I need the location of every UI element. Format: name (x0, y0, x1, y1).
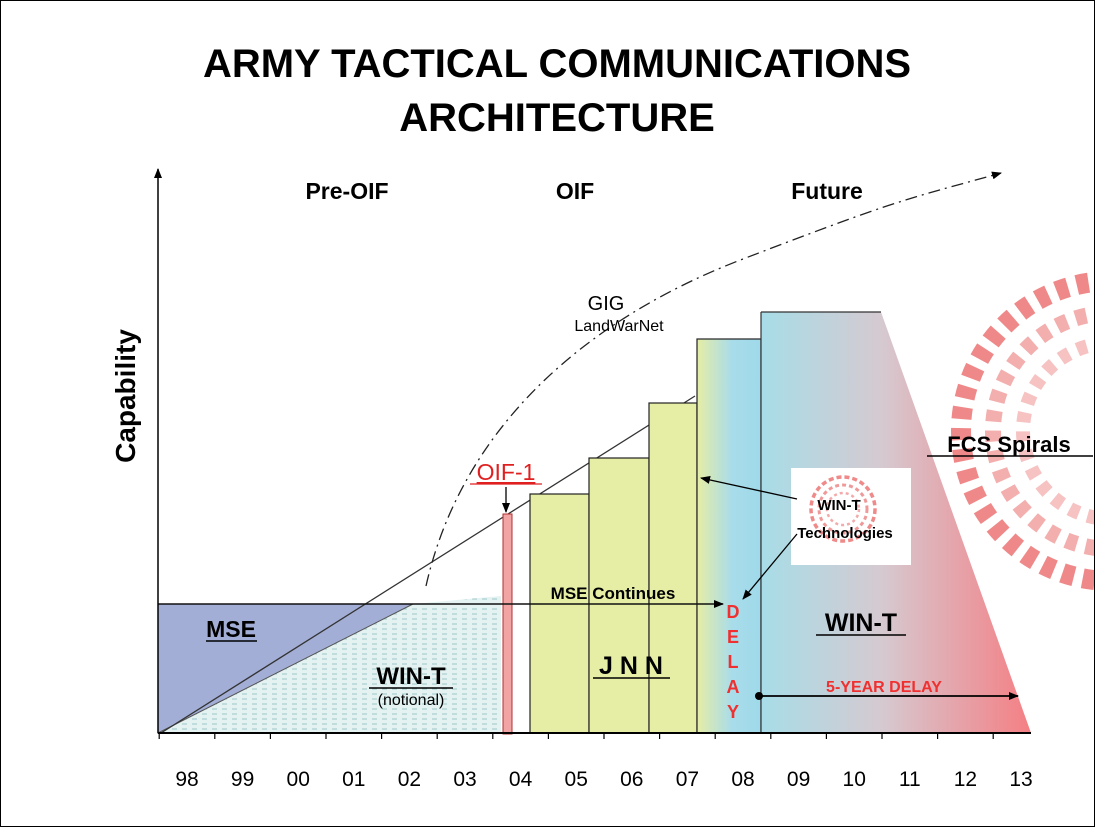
win-t-tech-line-2: Technologies (797, 525, 893, 542)
x-axis-tick-labels: 98 99 00 01 02 03 04 05 06 07 08 09 10 1… (175, 768, 1032, 791)
delay-letter-a: A (727, 677, 740, 697)
win-t-notional-label: WIN-T (376, 663, 446, 690)
x-tick-98: 98 (175, 768, 198, 791)
win-t-tech-line-1: WIN-T (817, 497, 860, 514)
x-tick-12: 12 (954, 768, 977, 791)
x-axis-ticks (158, 733, 994, 739)
x-tick-05: 05 (565, 768, 588, 791)
x-tick-11: 11 (899, 768, 921, 791)
era-pre-oif: Pre-OIF (305, 178, 388, 204)
title-line-2: ARCHITECTURE (399, 96, 715, 140)
win-t-tech-box (791, 468, 911, 565)
delay-letter-d: D (727, 602, 740, 622)
y-axis-label: Capability (110, 329, 141, 463)
delay-letter-e: E (727, 627, 739, 647)
gig-trend-curve (425, 171, 1002, 587)
x-tick-02: 02 (398, 768, 421, 791)
jnn-label: J N N (599, 652, 663, 680)
x-tick-06: 06 (620, 768, 643, 791)
jnn-bar-06 (648, 402, 698, 734)
win-t-tech-seal-icon (809, 475, 877, 543)
jnn-bar-04 (529, 493, 590, 734)
win-t-tech-arrow-to-jnn (700, 476, 798, 500)
jnn-bar-05 (588, 457, 650, 734)
delay-letter-l: L (728, 652, 739, 672)
landwarnet-label: LandWarNet (574, 318, 664, 335)
era-oif: OIF (556, 178, 594, 204)
fcs-spirals-label: FCS Spirals (947, 432, 1070, 457)
x-tick-00: 00 (287, 768, 310, 791)
x-tick-01: 01 (342, 768, 365, 791)
x-tick-10: 10 (843, 768, 866, 791)
delay-label: D E L A Y (727, 602, 740, 722)
mse-label: MSE (206, 616, 256, 642)
delay-bar (696, 338, 762, 734)
five-year-delay-label: 5-YEAR DELAY (826, 679, 942, 696)
x-tick-08: 08 (731, 768, 754, 791)
win-t-tech-arrow-to-delay (742, 533, 798, 600)
mse-continues-label: MSE Continues (551, 584, 676, 603)
jnn-step-bars (529, 402, 698, 734)
win-t-notional-area (159, 596, 501, 733)
era-future: Future (791, 178, 863, 204)
title-line-1: ARMY TACTICAL COMMUNICATIONS (203, 42, 911, 86)
x-tick-04: 04 (509, 768, 533, 791)
delay-letter-y: Y (727, 702, 739, 722)
win-t-trend-line (160, 395, 696, 734)
x-tick-09: 09 (787, 768, 810, 791)
x-tick-03: 03 (453, 768, 476, 791)
win-t-future-label: WIN-T (825, 609, 897, 637)
notional-label: (notional) (378, 692, 445, 709)
x-tick-07: 07 (676, 768, 699, 791)
oif1-label: OIF-1 (477, 459, 536, 485)
x-tick-99: 99 (231, 768, 254, 791)
x-tick-13: 13 (1009, 768, 1032, 791)
oif1-bar (502, 513, 513, 735)
gig-label: GIG (588, 293, 625, 315)
seal-watermark (951, 271, 1094, 591)
